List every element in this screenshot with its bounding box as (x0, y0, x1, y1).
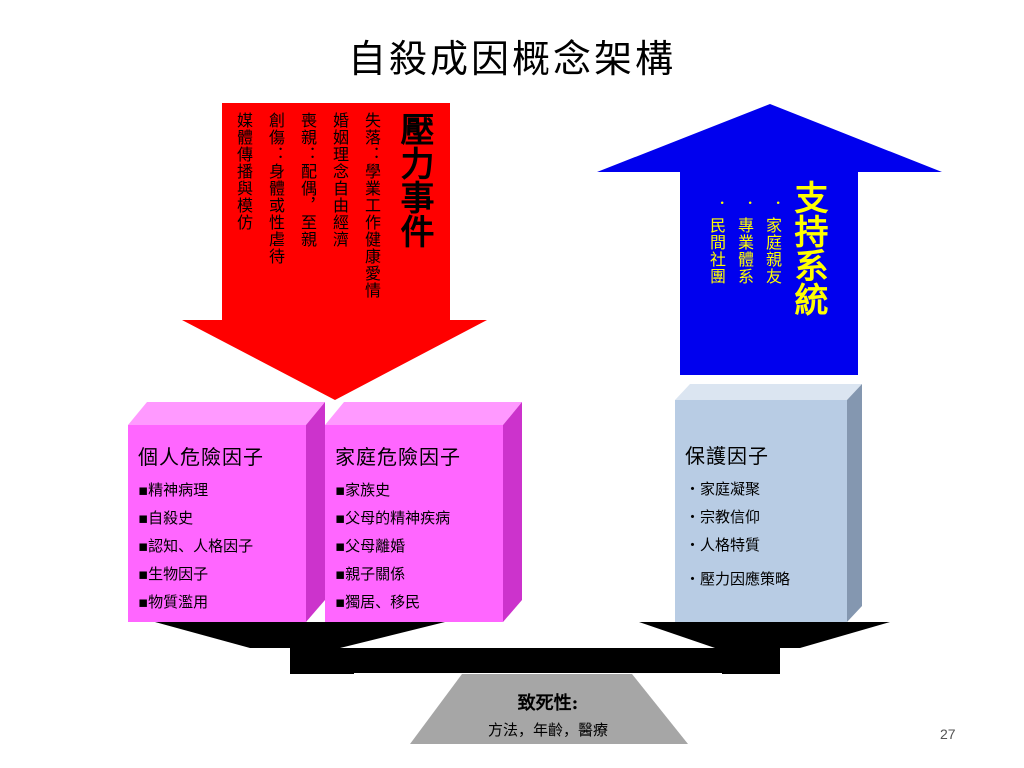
support-item: ．民間社團 (707, 200, 726, 285)
protective-item: ・宗教信仰 (685, 508, 761, 526)
personal-risk-item: ▪物質濫用 (138, 593, 209, 611)
protective-item: ・家庭凝聚 (685, 480, 761, 498)
stress-item: 媒體傳播與模仿 (234, 112, 253, 231)
family-risk-item: ▪父母的精神疾病 (335, 509, 451, 527)
family-risk-list: 家庭危險因子 ▪家族史 ▪父母的精神疾病 ▪父母離婚 ▪親子關係 ▪獨居、移民 (335, 441, 461, 616)
page-number: 27 (940, 726, 956, 742)
balance-beam (155, 622, 890, 674)
family-risk-box (325, 402, 522, 622)
fulcrum (410, 674, 688, 744)
personal-risk-box (128, 402, 325, 622)
lethality-label: 致死性: (517, 693, 579, 714)
protective-item: ・人格特質 (685, 536, 761, 554)
family-risk-item: ▪父母離婚 (335, 537, 406, 555)
support-item: ．家庭親友 (763, 200, 782, 285)
personal-risk-item: ▪自殺史 (138, 509, 194, 527)
personal-risk-item: ▪生物因子 (138, 565, 209, 583)
lethality-factors: 方法，年齡，醫療 (487, 721, 608, 739)
family-risk-title: 家庭危險因子 (335, 445, 461, 469)
personal-risk-title: 個人危險因子 (138, 445, 264, 469)
personal-risk-item: ▪認知、人格因子 (138, 537, 254, 555)
stress-item: 創傷：身體或性虐待 (266, 112, 285, 265)
stress-arrow (182, 103, 487, 400)
support-heading: 支持系統 (788, 180, 828, 316)
family-risk-item: ▪親子關係 (335, 565, 406, 583)
stress-heading: 壓力事件 (394, 112, 434, 248)
stress-item: 失落：學業工作健康愛情 (362, 112, 381, 299)
page-title: 自殺成因概念架構 (347, 37, 676, 81)
protective-list: 保護因子 ・家庭凝聚 ・宗教信仰 ・人格特質 ・壓力因應策略 (685, 440, 790, 593)
family-risk-item: ▪家族史 (335, 481, 391, 499)
support-item: ．專業體系 (735, 200, 754, 285)
protective-box (675, 384, 862, 622)
personal-risk-item: ▪精神病理 (138, 481, 209, 499)
family-risk-item: ▪獨居、移民 (335, 593, 421, 611)
stress-item: 婚姻理念自由經濟 (330, 112, 349, 248)
protective-title: 保護因子 (685, 444, 769, 468)
personal-risk-list: 個人危險因子 ▪精神病理 ▪自殺史 ▪認知、人格因子 ▪生物因子 ▪物質濫用 (138, 441, 264, 616)
support-arrow (597, 104, 942, 375)
stress-item: 喪親：配偶，至親 (298, 112, 317, 248)
protective-item: ・壓力因應策略 (685, 570, 791, 588)
